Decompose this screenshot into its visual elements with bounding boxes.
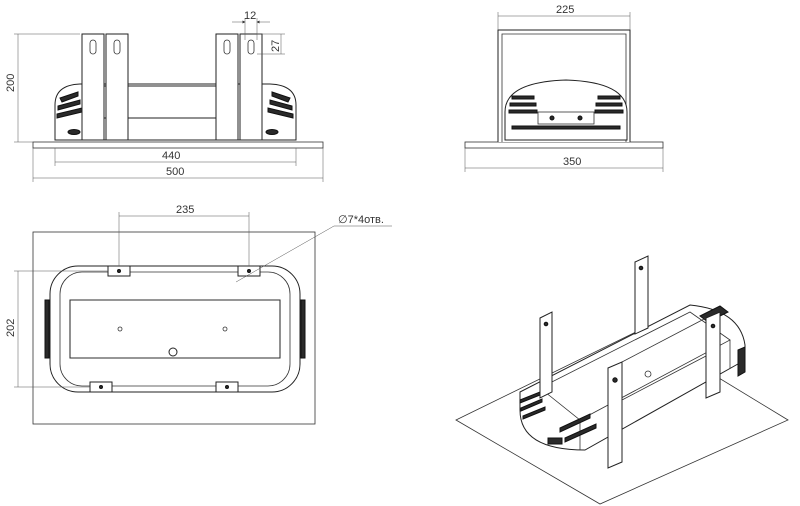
front-slot <box>247 39 255 55</box>
iso-bracket <box>539 311 553 399</box>
holes-note: ∅7*4отв. <box>338 214 384 226</box>
front-view: 12 27 200 440 500 <box>5 10 324 182</box>
dim-top-depth: 202 <box>5 319 17 337</box>
iso-bracket <box>634 255 649 335</box>
iso-bracket <box>705 311 721 399</box>
dim-front-plate-width: 500 <box>166 166 184 178</box>
side-vents <box>508 95 624 130</box>
dim-slot-height: 27 <box>270 40 282 52</box>
dim-side-width: 225 <box>556 4 574 16</box>
dim-slot-width: 12 <box>244 10 256 22</box>
top-center-bolt <box>168 347 178 357</box>
front-bracket-left-a <box>81 33 105 141</box>
front-vents-left <box>56 91 83 135</box>
dim-bracket-spacing: 235 <box>176 204 194 216</box>
side-view: 225 350 <box>464 4 664 172</box>
side-plate <box>464 141 664 149</box>
front-plate <box>32 141 324 149</box>
isometric-view <box>455 255 789 505</box>
iso-bracket <box>607 361 623 469</box>
front-bracket-right-b <box>239 33 263 141</box>
front-slot <box>89 39 97 55</box>
dim-front-height: 200 <box>5 74 17 92</box>
front-bracket-left-b <box>105 33 129 141</box>
dim-front-inner-width: 440 <box>162 150 180 162</box>
front-slot <box>113 39 121 55</box>
dim-side-plate-width: 350 <box>563 156 581 168</box>
front-vents-right <box>265 91 294 135</box>
front-slot <box>223 39 231 55</box>
iso-vents <box>519 305 746 445</box>
side-housing <box>504 79 628 141</box>
front-bracket-right-a <box>215 33 239 141</box>
top-view: 235 202 ∅7*4отв. <box>5 204 392 425</box>
